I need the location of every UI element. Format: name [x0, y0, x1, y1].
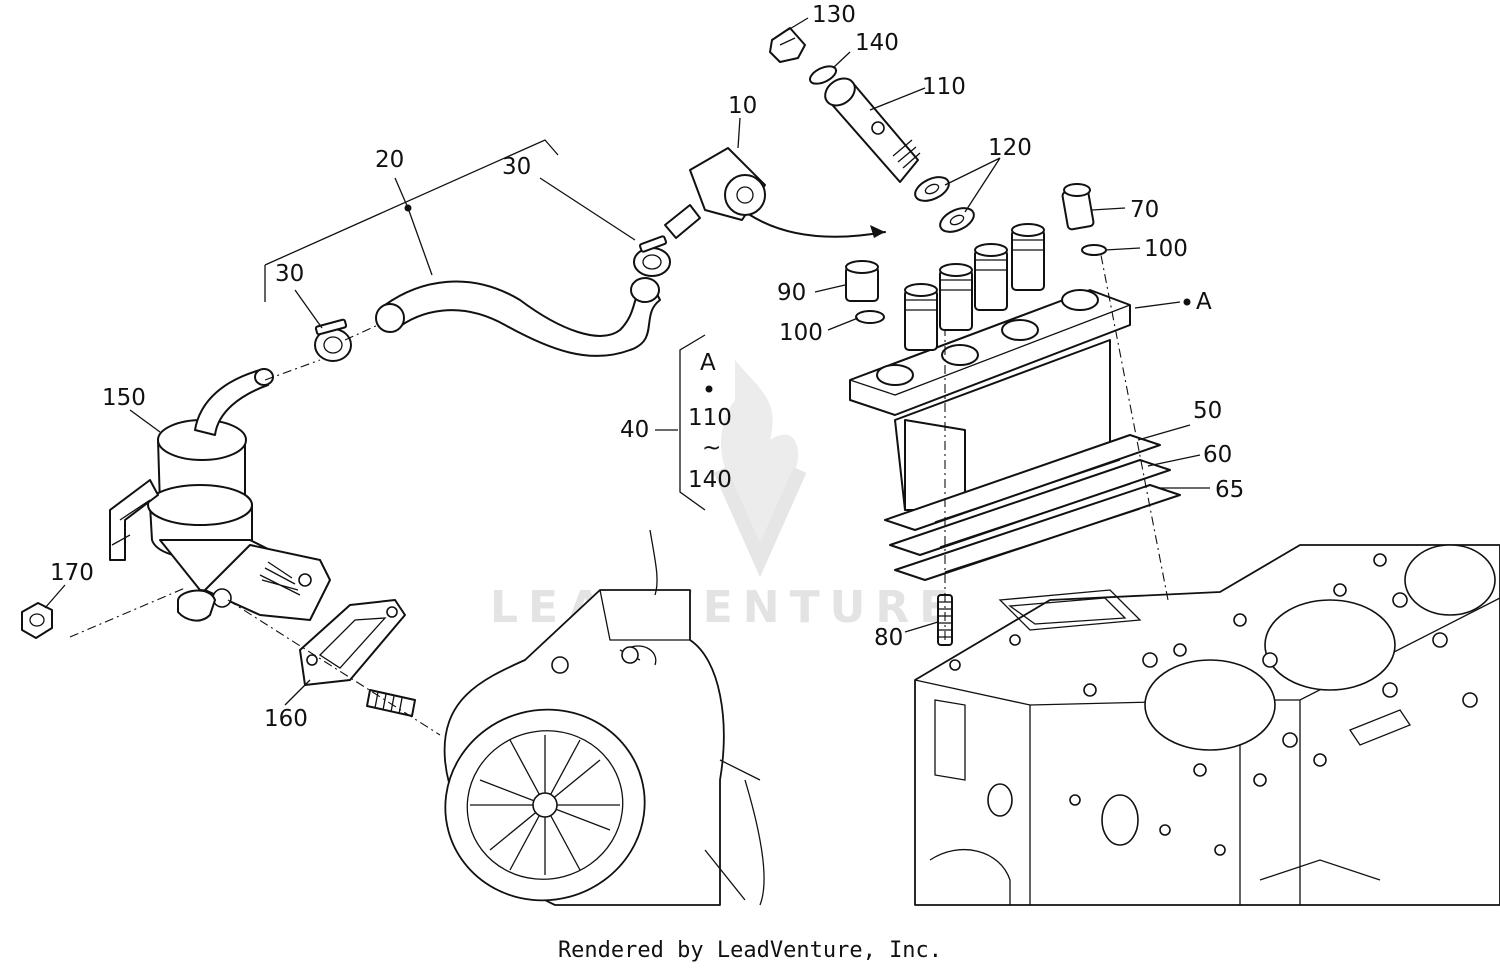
injection-pump: [849, 223, 1181, 646]
fuel-hose: [375, 277, 661, 357]
banjo-bolt-assembly: [769, 27, 975, 233]
callout-60: 60: [1203, 442, 1232, 468]
kit-ref-dot: [705, 385, 713, 393]
feed-pump-gasket: [299, 599, 406, 686]
callout-20: 20: [375, 147, 404, 173]
gear-case: [443, 529, 765, 906]
callout-labels: 10 20 30 30 150 170 160 40 130 140 110 1…: [50, 2, 1244, 732]
center-lines: [69, 324, 441, 736]
callout-150: 150: [102, 385, 146, 411]
gaskets: [884, 434, 1181, 581]
callout-90: 90: [777, 280, 806, 306]
nut: [21, 602, 53, 639]
callout-50: 50: [1193, 398, 1222, 424]
callout-110: 110: [922, 74, 966, 100]
kit-range-from: 110: [688, 405, 732, 431]
callout-130: 130: [812, 2, 856, 28]
kit-range-to: 140: [688, 467, 732, 493]
callout-40: 40: [620, 417, 649, 443]
bolt-130: [769, 27, 806, 63]
hose-clips: [314, 235, 671, 362]
callout-100-right: 100: [1144, 236, 1188, 262]
callout-30-upper: 30: [502, 154, 531, 180]
fuel-pipe-joint: [664, 147, 886, 239]
spacer-and-washer-left: [845, 260, 885, 324]
callout-65: 65: [1215, 477, 1244, 503]
callout-80: 80: [874, 625, 903, 651]
leader-lines: [44, 17, 1210, 706]
callout-160: 160: [264, 706, 308, 732]
callout-140: 140: [855, 30, 899, 56]
engine-block: [914, 544, 1500, 906]
feed-pump-stud: [366, 689, 416, 717]
callout-10: 10: [728, 93, 757, 119]
fuel-feed-pump: [109, 368, 331, 622]
callout-30-lower: 30: [275, 261, 304, 287]
callout-170: 170: [50, 560, 94, 586]
callout-120: 120: [988, 135, 1032, 161]
kit-ref-a: A: [700, 350, 716, 376]
callout-ref-a: A: [1196, 289, 1212, 315]
kit-range-tilde: ~: [702, 435, 721, 461]
callout-70: 70: [1130, 197, 1159, 223]
callout-100-left: 100: [779, 320, 823, 346]
delivery-valve-holders: [876, 223, 1099, 386]
footer-credit: Rendered by LeadVenture, Inc.: [557, 938, 943, 963]
bolt-and-washer-right: [1061, 183, 1107, 256]
banjo-bolt-110: [824, 77, 921, 183]
